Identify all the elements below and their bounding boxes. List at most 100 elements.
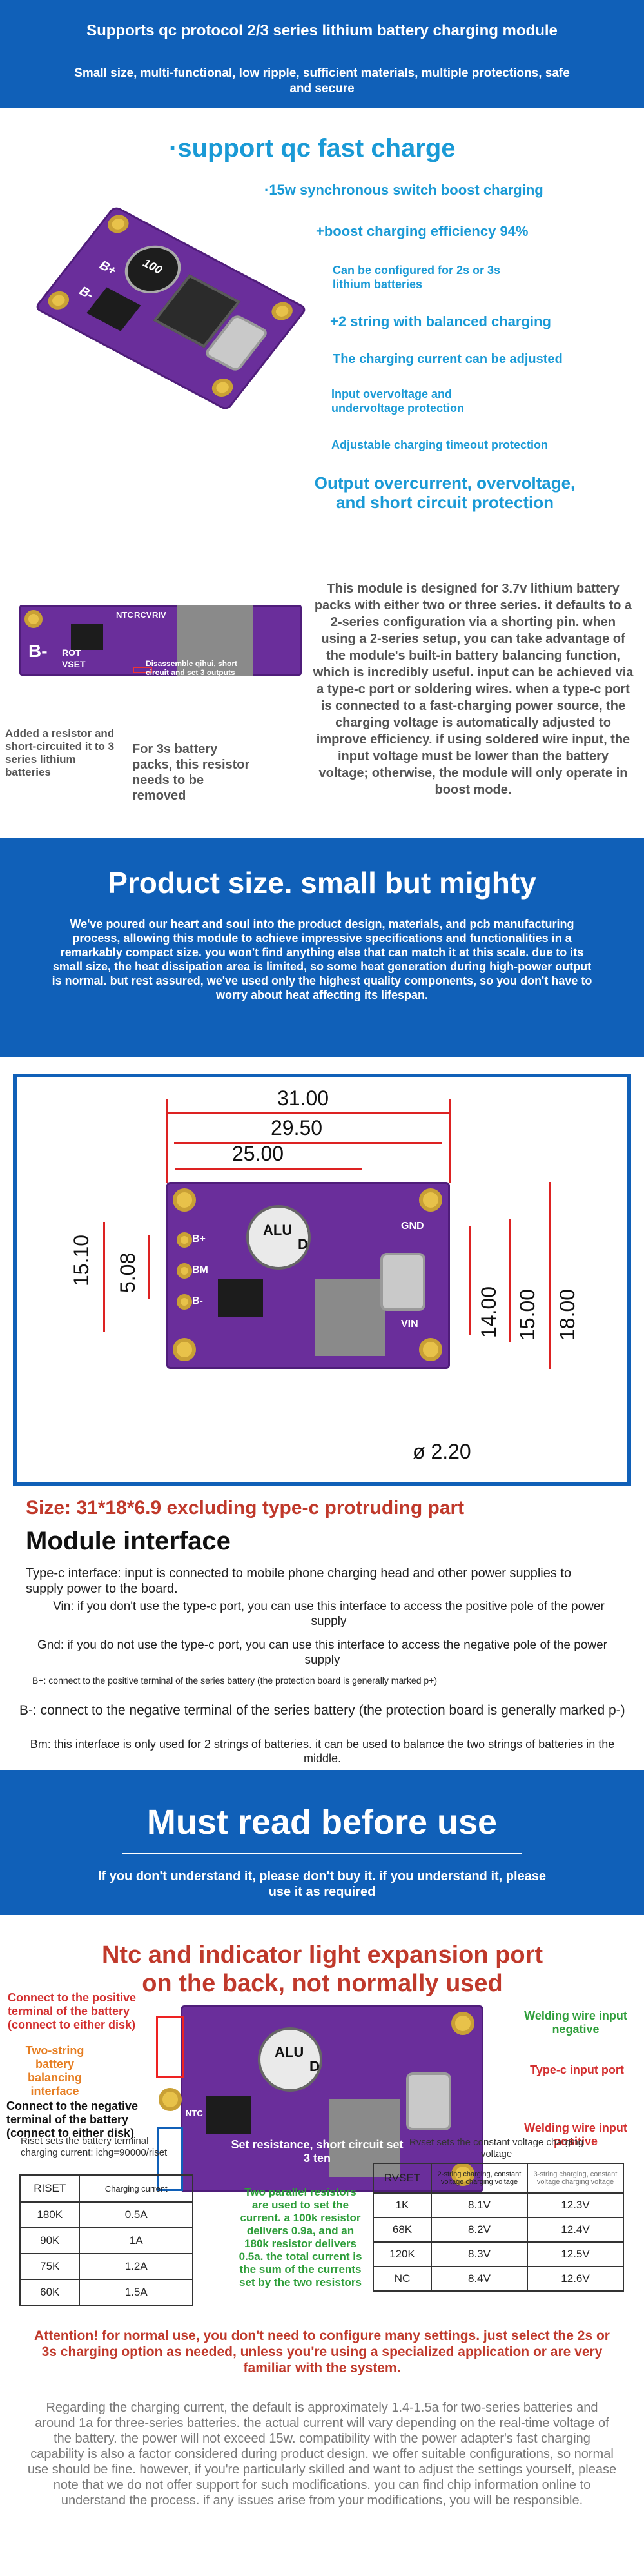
silk-ntc: NTC [186,2109,203,2118]
pad [177,1232,192,1248]
mount-hole [419,1338,442,1361]
dim-line-18 [549,1182,551,1369]
silk-bminus: B- [28,641,48,661]
interface-vin: Vin: if you don't use the type-c port, y… [53,1600,605,1628]
label-negative: Connect to the negative terminal of the … [6,2099,139,2139]
usb-c-port [380,1253,425,1311]
dim-line-15b [509,1219,511,1342]
silk-bplus: B+ [162,2031,180,2045]
features-heading: ·support qc fast charge [169,134,456,162]
hole-diameter: ø 2.20 [413,1440,471,1463]
interface-typec: Type-c interface: input is connected to … [26,1566,572,1596]
rvset-cell: 12.4V [527,2217,624,2243]
feature-item: +2 string with balanced charging [330,313,551,329]
label-parallel-resistors: Two parallel resistors are used to set t… [239,2186,362,2288]
ext-line [166,1099,168,1183]
rvset-header: RVSET [373,2163,432,2194]
dim-5: 5.08 [116,1252,139,1293]
module-interface-section: Size: 31*18*6.9 excluding type-c protrud… [0,1490,644,1765]
rvset-cell: 12.6V [527,2266,624,2292]
attention-note: Attention! for normal use, you don't nee… [34,2328,610,2375]
rvset-caption: Rvset sets the constant voltage charging… [409,2137,584,2159]
feature-item: ·15w synchronous switch boost charging [264,182,543,198]
mount-hole [451,2012,474,2035]
feature-item: Output overcurrent, overvoltage, and sho… [314,473,576,512]
rvset-cell: 12.5V [527,2241,624,2267]
dim-25: 25.00 [232,1142,284,1165]
mount-hole [419,1188,442,1212]
feature-item: Can be configured for 2s or 3s lithium b… [333,264,501,291]
divider [122,1853,522,1854]
dimension-diagram: B+ BM B- GND VIN ALU D 31.00 29.50 25.00… [0,1074,644,1486]
silk-vset: VSET [62,659,86,669]
riset-cell: 1.5A [79,2279,193,2306]
dim-line-29 [174,1142,442,1144]
silk-bplus: B+ [192,1234,206,1244]
ic-chip [218,1279,263,1317]
riset-header: Charging current [79,2174,193,2203]
riset-cell: 75K [19,2253,81,2280]
dim-15: 15.10 [70,1234,93,1286]
label-set-resistance: Set resistance, short circuit set 3 ten [231,2138,404,2165]
mount-hole [24,610,43,628]
dim-line-25 [175,1168,362,1170]
charging-current-note: Regarding the charging current, the defa… [27,2401,617,2508]
header-banner: Supports qc protocol 2/3 series lithium … [0,0,644,108]
silk-vin: VIN [401,1319,418,1330]
riset-cell: 90K [19,2227,81,2254]
mount-hole [173,1338,196,1361]
description-section: B- VSET ROT NTC RCV RIV Disassemble qihu… [0,560,644,838]
silk-alu: ALU [275,2044,304,2060]
rvset-cell: 120K [373,2241,432,2267]
feature-item: Adjustable charging timeout protection [331,438,549,451]
silk-bminus: B- [162,2154,177,2168]
mount-hole [173,1188,196,1212]
rvset-cell: 68K [373,2217,432,2243]
silk-d: D [309,2058,320,2074]
rvset-cell: 12.3V [527,2192,624,2218]
balance-pad [159,2088,182,2111]
capacitor [246,1205,311,1270]
resistor-note-added: Added a resistor and short-circuited it … [5,727,115,778]
rvset-cell: 1K [373,2192,432,2218]
dim-31: 31.00 [277,1086,329,1110]
riset-cell: 1.2A [79,2253,193,2280]
rvset-header: 3-string charging, constant voltage char… [527,2163,624,2194]
dim-line-31 [166,1112,450,1114]
silk-bm: BM [192,1264,208,1275]
silk-gnd: GND [401,1221,424,1232]
rvset-cell: 8.2V [431,2217,528,2243]
label-weld-positive: Welding wire input positive [524,2121,627,2148]
silk-bminus: B- [192,1295,203,1306]
silk-rot: ROT [62,647,81,658]
capacitor [258,2027,322,2092]
back-view-section: Ntc and indicator light expansion port o… [0,1915,644,2306]
disassemble-note: Disassemble qihui, short circuit and set… [146,659,238,677]
pad [177,1294,192,1310]
product-size-heading: Product size. small but mighty [108,866,536,900]
header-subtitle: Small size, multi-functional, low ripple… [74,66,570,95]
dim-18: 18.00 [556,1288,579,1341]
ic-chip [71,624,103,650]
interface-gnd: Gnd: if you do not use the type-c port, … [37,1638,608,1667]
interface-bminus: B-: connect to the negative terminal of … [19,1703,625,1718]
notes-section: Attention! for normal use, you don't nee… [0,2302,644,2576]
interface-bm: Bm: this interface is only used for 2 st… [30,1738,615,1765]
header-title: Supports qc protocol 2/3 series lithium … [86,22,558,39]
pcb-board [19,605,302,676]
label-weld-negative: Welding wire input negative [524,2009,627,2036]
resistor-note-3s: For 3s battery packs, this resistor need… [132,742,250,803]
riset-cell: 1A [79,2227,193,2254]
size-text: Size: 31*18*6.9 excluding type-c protrud… [26,1497,465,1519]
dim-line-5 [148,1235,150,1299]
label-positive: Connect to the positive terminal of the … [8,1991,137,2031]
riset-caption: Riset sets the battery terminal charging… [21,2136,168,2158]
rvset-cell: 8.1V [431,2192,528,2218]
module-photo: 100 B+ B- [34,205,308,411]
rvset-cell: 8.4V [431,2266,528,2292]
rvset-header: 2-string charging, constant voltage char… [431,2163,528,2194]
dim-line-14 [469,1226,471,1335]
label-balance: Two-string battery balancing interface [25,2044,84,2098]
must-read-paragraph: If you don't understand it, please don't… [97,1869,547,1899]
